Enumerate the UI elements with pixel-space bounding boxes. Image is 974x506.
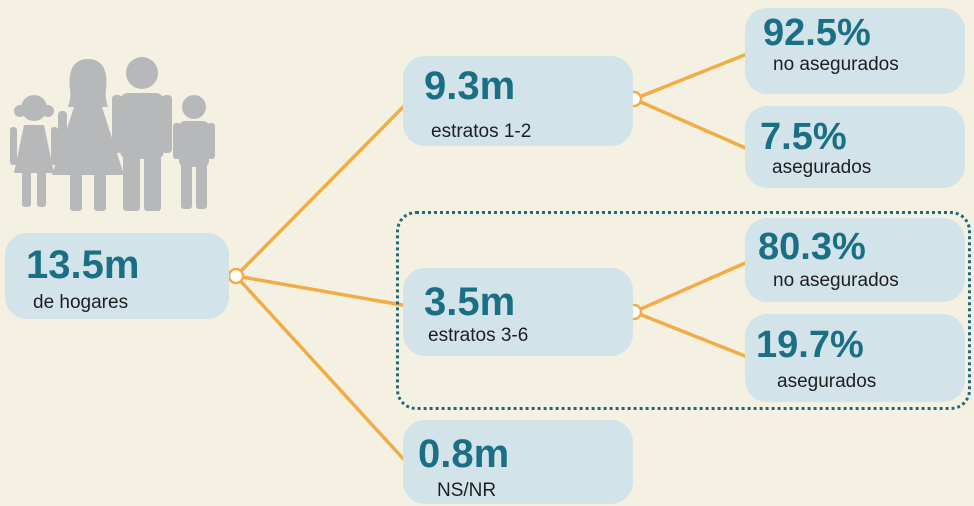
connector-3-5m-19-7 bbox=[632, 310, 752, 360]
estratos-1-2-value: 9.3m bbox=[424, 64, 516, 108]
connector-3-5m-80-3 bbox=[632, 258, 754, 314]
ns-nr-box bbox=[403, 420, 633, 504]
estratos-3-6-label: estratos 3-6 bbox=[428, 325, 529, 346]
connector-9-3m-7-5 bbox=[632, 97, 752, 152]
no-asegurados-1-2-label: no asegurados bbox=[773, 54, 899, 75]
asegurados-1-2-box bbox=[745, 106, 965, 188]
estratos-1-2-box bbox=[403, 56, 633, 146]
no-asegurados-1-2-box bbox=[745, 8, 965, 94]
ns-nr-value: 0.8m bbox=[418, 432, 510, 476]
group-outline-estratos-3-6 bbox=[396, 211, 971, 410]
connector-root-9-3m bbox=[234, 96, 414, 278]
connector-root-3-5m bbox=[234, 274, 410, 308]
no-asegurados-3-6-box bbox=[745, 218, 965, 302]
connector-9-3m-92-5 bbox=[632, 50, 754, 101]
root-box bbox=[5, 233, 229, 319]
no-asegurados-3-6-label: no asegurados bbox=[773, 270, 899, 291]
connector-root-0-8m bbox=[234, 274, 410, 466]
asegurados-1-2-value: 7.5% bbox=[760, 116, 847, 158]
estratos-1-2-label: estratos 1-2 bbox=[431, 121, 532, 142]
estratos-3-6-box bbox=[403, 268, 633, 356]
asegurados-1-2-label: asegurados bbox=[772, 157, 872, 178]
node-root bbox=[227, 267, 245, 285]
asegurados-3-6-box bbox=[745, 314, 965, 402]
no-asegurados-1-2-value: 92.5% bbox=[763, 12, 871, 54]
asegurados-3-6-label: asegurados bbox=[777, 371, 877, 392]
ns-nr-label: NS/NR bbox=[437, 480, 497, 501]
root-value: 13.5m bbox=[26, 243, 140, 287]
no-asegurados-3-6-value: 80.3% bbox=[758, 226, 866, 268]
root-label: de hogares bbox=[33, 292, 129, 313]
estratos-3-6-value: 3.5m bbox=[424, 280, 516, 324]
asegurados-3-6-value: 19.7% bbox=[756, 324, 864, 366]
family-icon bbox=[10, 57, 215, 211]
